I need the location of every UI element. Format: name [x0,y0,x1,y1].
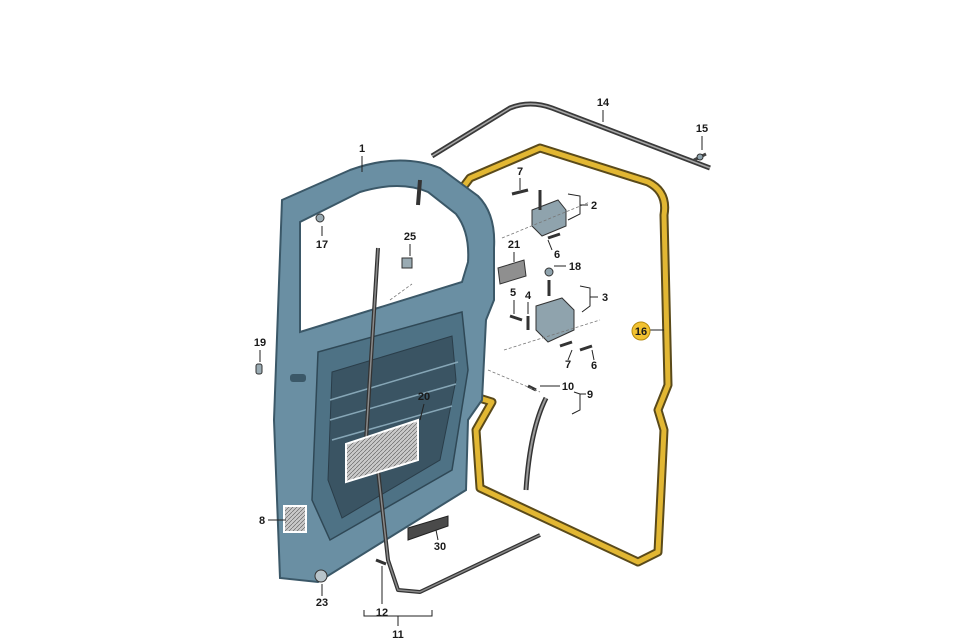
label-6b: 6 [591,360,597,372]
label-18: 18 [569,261,581,273]
upper-hinge[interactable] [511,188,567,240]
clip-25[interactable] [401,257,413,269]
label-21: 21 [508,239,520,251]
lower-seal[interactable] [523,396,549,491]
stop-21[interactable] [497,259,527,285]
door-panel[interactable] [272,159,496,584]
label-7b: 7 [565,359,571,371]
label-7a: 7 [517,166,523,178]
label-9: 9 [587,389,593,401]
label-19: 19 [254,337,266,349]
label-20: 20 [418,391,430,403]
mesh-panel[interactable] [345,418,419,484]
clip-12[interactable] [375,558,387,566]
label-10: 10 [562,381,574,393]
door-seal[interactable] [441,143,673,567]
vent-grille[interactable] [283,505,307,533]
label-8: 8 [259,515,265,527]
label-12: 12 [376,607,388,619]
label-16: 16 [635,326,647,338]
plug-19[interactable] [255,363,263,375]
clip-15[interactable] [693,152,707,162]
label-2: 2 [591,200,597,212]
label-14: 14 [597,97,610,109]
bolt-5[interactable] [509,314,523,322]
label-6a: 6 [554,249,560,261]
lower-hinge[interactable] [535,267,593,352]
label-30: 30 [434,541,446,553]
label-23: 23 [316,597,328,609]
window-guide-small[interactable] [416,179,422,206]
label-25: 25 [404,231,416,243]
label-15: 15 [696,123,708,135]
highlight-marker [631,321,651,341]
label-5: 5 [510,287,516,299]
label-4: 4 [525,290,532,302]
trim-strip[interactable] [407,515,449,541]
label-3: 3 [602,292,608,304]
label-1: 1 [359,143,365,155]
label-11: 11 [392,629,404,640]
label-17: 17 [316,239,328,251]
plug-23[interactable] [314,569,328,583]
plug-17[interactable] [315,213,325,223]
